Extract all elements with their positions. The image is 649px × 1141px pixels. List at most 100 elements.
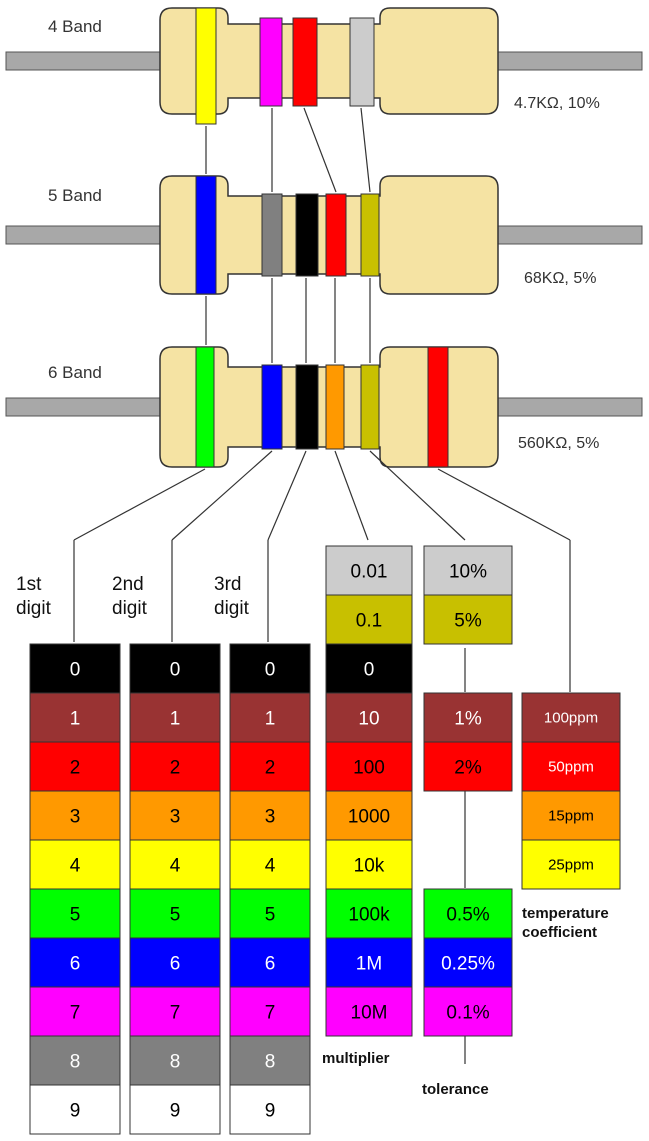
tempco-caption-line2: coefficient	[522, 924, 597, 941]
digit3-cell-4: 4	[229, 839, 311, 890]
digit1-cell-7-swatch	[29, 986, 121, 1037]
digit2-cell-8-swatch	[129, 1035, 221, 1086]
digit3-cell-1-swatch	[229, 692, 311, 743]
digit2-header-line2: digit	[112, 598, 148, 619]
digit2-cell-1-value: 1	[170, 709, 181, 730]
digit1-cell-0: 0	[29, 643, 121, 694]
digit2-header-line1: 2nd	[112, 574, 144, 595]
resistor-4-label: 4 Band	[48, 17, 102, 36]
tolerance-cell-2-value: 1%	[454, 709, 482, 730]
multiplier-cell-9-swatch	[325, 986, 413, 1037]
digit2-cell-4: 4	[129, 839, 221, 890]
multiplier-cell-0-value: 0.01	[351, 562, 388, 583]
digit2-cell-3-swatch	[129, 790, 221, 841]
digit2-cell-9-value: 9	[170, 1101, 181, 1122]
tolerance-cell-3: 2%	[423, 741, 513, 792]
digit2-cell-5-value: 5	[170, 905, 181, 926]
digit1-cell-7: 7	[29, 986, 121, 1037]
multiplier-cell-1: 0.1	[325, 594, 413, 645]
digit1-cell-3: 3	[29, 790, 121, 841]
digit2-cell-7-value: 7	[170, 1003, 181, 1024]
lead-left	[5, 225, 167, 245]
tempco-cell-2: 15ppm	[521, 790, 621, 841]
tempco-cell-1-value: 50ppm	[548, 759, 594, 776]
digit3-cell-9: 9	[229, 1084, 311, 1135]
multiplier-caption: multiplier	[322, 1050, 390, 1067]
digit1-cell-4: 4	[29, 839, 121, 890]
band-4	[349, 17, 375, 107]
digit3-cell-0: 0	[229, 643, 311, 694]
digit3-cell-4-value: 4	[265, 856, 276, 877]
tolerance-cell-5: 0.25%	[423, 937, 513, 988]
multiplier-cell-3: 10	[325, 692, 413, 743]
multiplier-cell-8-swatch	[325, 937, 413, 988]
band-3	[295, 193, 319, 277]
tolerance-cell-4-value: 0.5%	[446, 905, 489, 926]
digit3-cell-0-swatch	[229, 643, 311, 694]
digit2-cell-1: 1	[129, 692, 221, 743]
tempco-column: 100ppm 50ppm 15ppm 25ppm	[521, 692, 621, 890]
multiplier-cell-2: 0	[325, 643, 413, 694]
band-1	[195, 346, 215, 468]
digit3-cell-6-value: 6	[265, 954, 276, 975]
digit1-header-line2: digit	[16, 598, 52, 619]
multiplier-cell-2-value: 0	[364, 660, 375, 681]
digit1-cell-9-swatch	[29, 1084, 121, 1135]
resistor-4-value: 4.7KΩ, 10%	[514, 95, 600, 112]
digit3-cell-8-swatch	[229, 1035, 311, 1086]
tolerance-caption: tolerance	[422, 1081, 489, 1098]
resistor-5-band: 5 Band 68KΩ, 5%	[5, 175, 643, 295]
multiplier-cell-9: 10M	[325, 986, 413, 1037]
tolerance-cell-4-swatch	[423, 888, 513, 939]
digit2-cell-7: 7	[129, 986, 221, 1037]
digit3-cell-6-swatch	[229, 937, 311, 988]
multiplier-cell-5: 1000	[325, 790, 413, 841]
multiplier-cell-2-swatch	[325, 643, 413, 694]
digit1-cell-5-value: 5	[70, 905, 81, 926]
multiplier-cell-7-swatch	[325, 888, 413, 939]
digit2-cell-3: 3	[129, 790, 221, 841]
digit2-cell-0-value: 0	[170, 660, 181, 681]
digit3-cell-9-swatch	[229, 1084, 311, 1135]
tolerance-cell-3-value: 2%	[454, 758, 482, 779]
tempco-cell-3-swatch	[521, 839, 621, 890]
digit3-cell-1: 1	[229, 692, 311, 743]
digit1-cell-1-swatch	[29, 692, 121, 743]
digit3-cell-2-value: 2	[265, 758, 276, 779]
multiplier-cell-4: 100	[325, 741, 413, 792]
digit1-cell-8: 8	[29, 1035, 121, 1086]
tolerance-cell-0-value: 10%	[449, 562, 487, 583]
digit1-cell-1-value: 1	[70, 709, 81, 730]
tolerance-cell-1-swatch	[423, 594, 513, 645]
multiplier-cell-6-value: 10k	[354, 856, 385, 877]
digit3-cell-9-value: 9	[265, 1101, 276, 1122]
digit3-header-line1: 3rd	[214, 574, 241, 595]
band-1	[195, 7, 217, 125]
lead-right	[489, 225, 643, 245]
digit2-cell-0: 0	[129, 643, 221, 694]
digit2-cell-6-value: 6	[170, 954, 181, 975]
multiplier-cell-5-value: 1000	[348, 807, 390, 828]
digit1-cell-2: 2	[29, 741, 121, 792]
digit3-cell-7: 7	[229, 986, 311, 1037]
tempco-cell-3: 25ppm	[521, 839, 621, 890]
digit3-cell-7-value: 7	[265, 1003, 276, 1024]
digit2-cell-2-swatch	[129, 741, 221, 792]
digit1-cell-0-swatch	[29, 643, 121, 694]
tempco-cell-3-value: 25ppm	[548, 857, 594, 874]
digit1-header-line1: 1st	[16, 574, 42, 595]
tolerance-cell-4: 0.5%	[423, 888, 513, 939]
multiplier-cell-0-swatch	[325, 545, 413, 596]
multiplier-cell-1-value: 0.1	[356, 611, 382, 632]
band-3	[295, 364, 319, 450]
digit2-cell-2: 2	[129, 741, 221, 792]
lead-right	[489, 51, 643, 71]
tempco-cell-0-value: 100ppm	[544, 710, 598, 727]
digit3-header-line2: digit	[214, 598, 250, 619]
band-3	[292, 17, 318, 107]
digit2-cell-9-swatch	[129, 1084, 221, 1135]
resistor-5-label: 5 Band	[48, 186, 102, 205]
multiplier-cell-7: 100k	[325, 888, 413, 939]
digit2-cell-3-value: 3	[170, 807, 181, 828]
digit2-cell-9: 9	[129, 1084, 221, 1135]
